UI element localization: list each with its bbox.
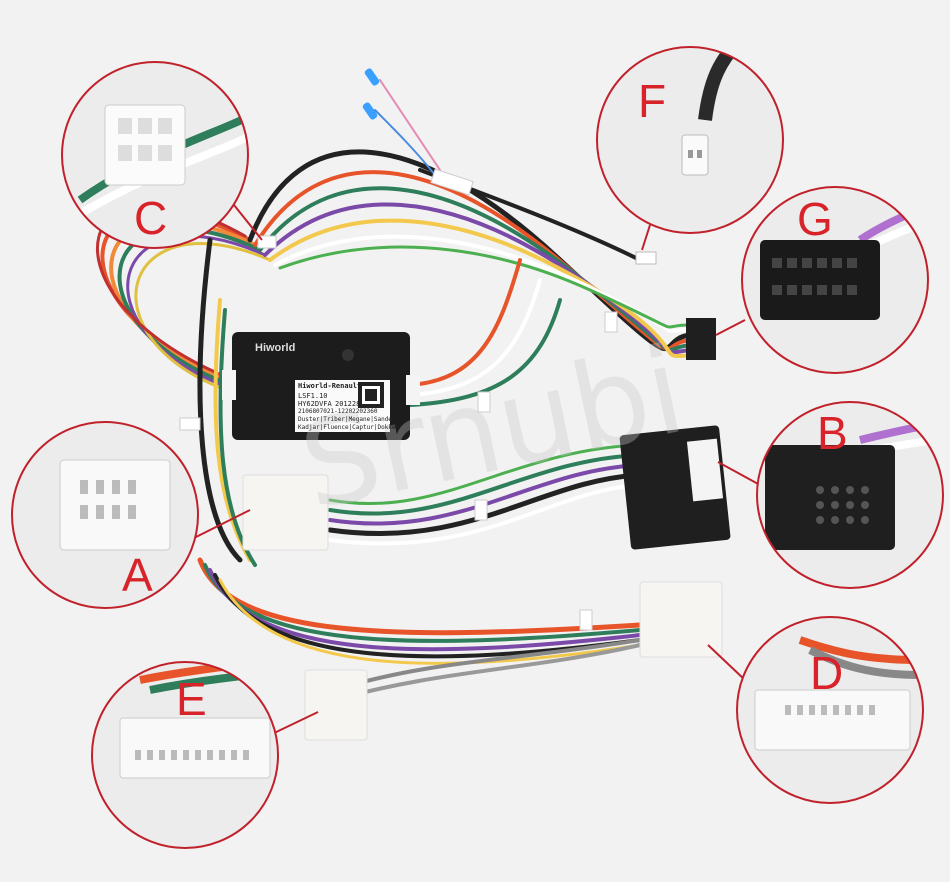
module-label-models-1: Duster|Triber|Megane|Sandero (298, 416, 400, 423)
control-module (222, 332, 420, 440)
leader-lines (189, 199, 761, 736)
callout-letter-f: F (638, 75, 667, 127)
callout-b-zoom (756, 401, 944, 589)
module-label-code: LSF1.10 (298, 392, 328, 400)
module-label-part: HY62DVFA (298, 400, 332, 408)
cable-ties (179, 168, 618, 631)
callout-letter-b: B (817, 407, 848, 459)
callout-letter-c: C (134, 192, 168, 244)
callout-f-zoom (596, 46, 784, 234)
callout-letter-e: E (176, 673, 207, 725)
callout-e-zoom (91, 661, 279, 849)
callout-a-zoom (11, 421, 199, 609)
module-label-date: 201228 (335, 400, 361, 408)
callout-letter-g: G (797, 193, 833, 245)
module-label-serial: 2106807021-12202202360 (298, 408, 378, 415)
callout-d-zoom (736, 616, 924, 804)
callout-g-zoom (741, 186, 929, 374)
module-label-models-2: Kadjar|Fluence|Captur|Dokker (298, 424, 400, 431)
module-label-title: Hiworld-Renault (298, 382, 362, 390)
module-brand: Hiworld (255, 342, 296, 354)
callout-c-zoom (61, 61, 249, 249)
callout-letter-d: D (810, 647, 844, 699)
callout-letter-a: A (122, 549, 153, 601)
